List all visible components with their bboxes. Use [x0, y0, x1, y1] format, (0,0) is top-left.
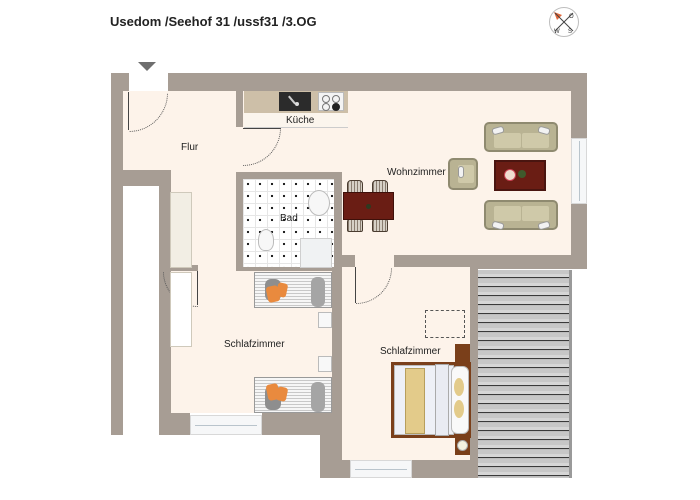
wall-top-2: [168, 73, 440, 91]
entrance-door-swing: [129, 93, 168, 132]
wall-bottom-left: [159, 413, 190, 435]
dining-chair: [372, 218, 388, 232]
balcony-railing: [569, 270, 572, 478]
room-label-schlafzimmer-2: Schlafzimmer: [380, 346, 441, 357]
wall-bath-left: [236, 172, 243, 268]
wall-bath-top: [236, 172, 341, 179]
stove-icon: [318, 92, 344, 111]
wall-living-bottom: [394, 255, 587, 269]
wall-balcony-edge: [470, 255, 478, 478]
room-label-wohnzimmer: Wohnzimmer: [387, 167, 446, 178]
sz2-door: [355, 267, 356, 303]
dining-table: [343, 192, 394, 220]
nightstand: [318, 312, 332, 328]
skylight-outline: [425, 310, 465, 338]
svg-text:S: S: [568, 29, 572, 35]
toilet-icon: [258, 229, 274, 251]
wall-sz2-top: [342, 255, 355, 267]
compass-rose-icon: O S W: [548, 6, 580, 38]
balcony-deck: [478, 270, 570, 478]
entrance-door: [128, 92, 129, 130]
nightstand: [318, 356, 332, 372]
room-label-schlafzimmer-1: Schlafzimmer: [224, 339, 285, 350]
window-schlafzimmer-2: [350, 460, 412, 478]
nightstand-lamp: [455, 437, 470, 455]
sofa-bottom: [484, 200, 558, 231]
wardrobe-schlafzimmer: [170, 272, 192, 347]
wall-top-1: [111, 73, 129, 91]
single-bed-top: [254, 272, 332, 308]
wall-bath-right: [334, 172, 342, 272]
coffee-table: [494, 160, 546, 191]
sofa-top: [484, 122, 558, 152]
floorplan-title: Usedom /Seehof 31 /ussf31 /3.OG: [110, 14, 317, 29]
single-bed-bottom: [254, 377, 332, 413]
dining-chair: [347, 218, 363, 232]
wall-bottom-right-2: [412, 460, 477, 478]
svg-text:O: O: [569, 14, 574, 20]
nightstand: [455, 344, 470, 362]
wall-sz1-top: [171, 265, 198, 271]
sink-icon: [279, 92, 311, 111]
wall-top-left: [111, 73, 123, 435]
room-label-flur: Flur: [181, 142, 199, 153]
wall-step-left: [111, 170, 169, 186]
room-label-bad: Bad: [280, 213, 298, 224]
wall-top-3: [440, 73, 587, 91]
window-schlafzimmer-1: [190, 415, 262, 435]
window-living: [571, 138, 587, 204]
wall-kitchen-left: [236, 91, 243, 127]
floor-living-ext: [344, 255, 394, 267]
armchair: [448, 158, 478, 190]
entrance-arrow-icon: [138, 62, 156, 71]
wardrobe-flur: [170, 192, 192, 268]
double-bed: [391, 362, 471, 438]
kitchen-counter-front: [244, 113, 348, 128]
shower-tray: [300, 238, 332, 268]
svg-text:W: W: [554, 29, 560, 35]
washbasin-icon: [308, 190, 330, 216]
wall-bottom-right: [320, 460, 350, 478]
wall-left-lower: [159, 170, 171, 435]
wall-sz-divider: [332, 265, 342, 435]
wall-sz1-top-2: [236, 265, 341, 271]
room-label-kueche: Küche: [286, 115, 315, 126]
